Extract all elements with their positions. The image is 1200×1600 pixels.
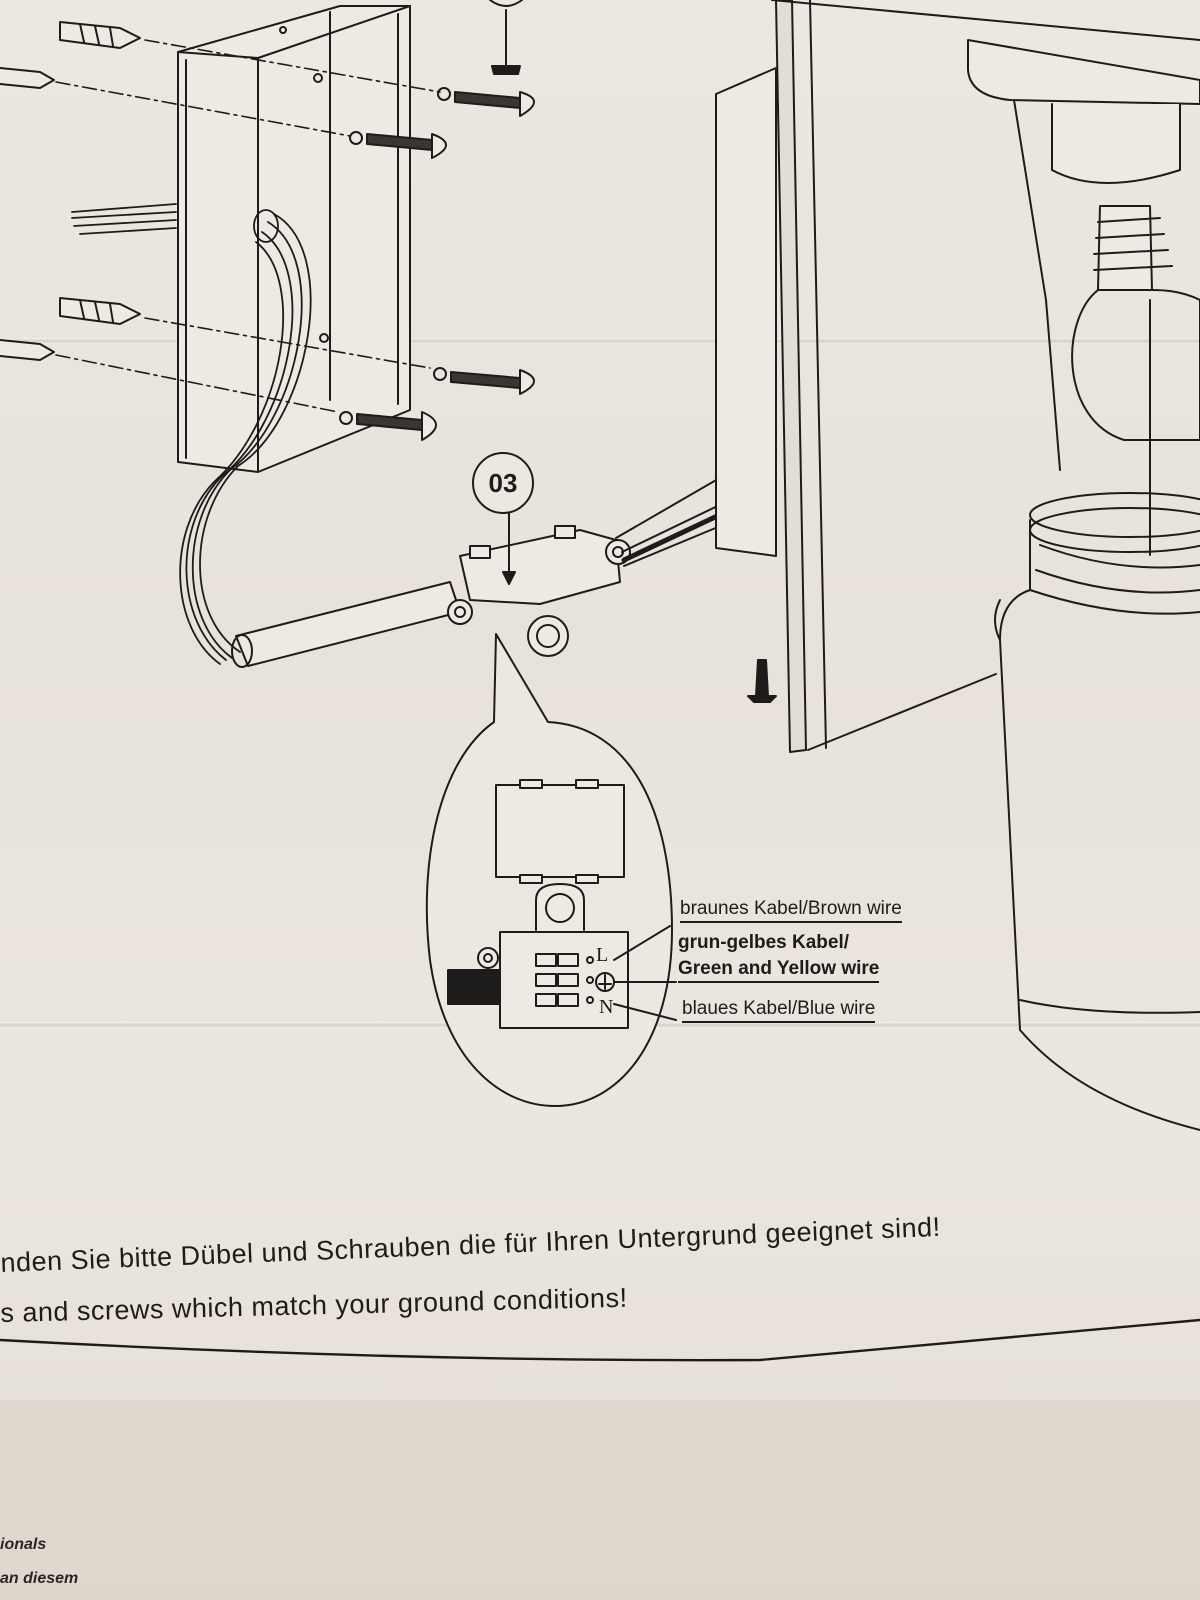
corner-text-line1: ionals (0, 1536, 47, 1553)
wall-plate (715, 0, 1200, 753)
lamp-housing (994, 492, 1200, 1131)
corner-text-line2: an diesem (0, 1570, 79, 1587)
mounting-box (177, 5, 411, 473)
cable-sleeve (231, 581, 461, 668)
zoom-callout (425, 633, 677, 1107)
terminal-label-neutral: N (599, 996, 614, 1018)
screw-icon (747, 659, 777, 703)
green-yellow-wire-label-line1: grun-gelbes Kabel/ (678, 932, 850, 953)
step-number-badge: 03 (472, 452, 534, 514)
light-bulb-icon (1071, 205, 1200, 556)
arrow-down-icon (489, 0, 523, 75)
terminal-block (447, 471, 733, 657)
alignment-lines (55, 39, 441, 413)
terminal-label-live: L (596, 944, 609, 966)
blue-wire-label: blaues Kabel/Blue wire (682, 998, 876, 1023)
paper-fold (0, 338, 1200, 344)
lamp-socket (967, 39, 1200, 471)
footnote-underline (0, 1318, 1200, 1362)
screw-icon (339, 87, 535, 441)
wall-plug-icon (0, 21, 141, 361)
green-yellow-wire-label-line2: Green and Yellow wire (678, 958, 880, 983)
supply-wires (71, 203, 312, 665)
brown-wire-label: braunes Kabel/Brown wire (680, 898, 902, 923)
